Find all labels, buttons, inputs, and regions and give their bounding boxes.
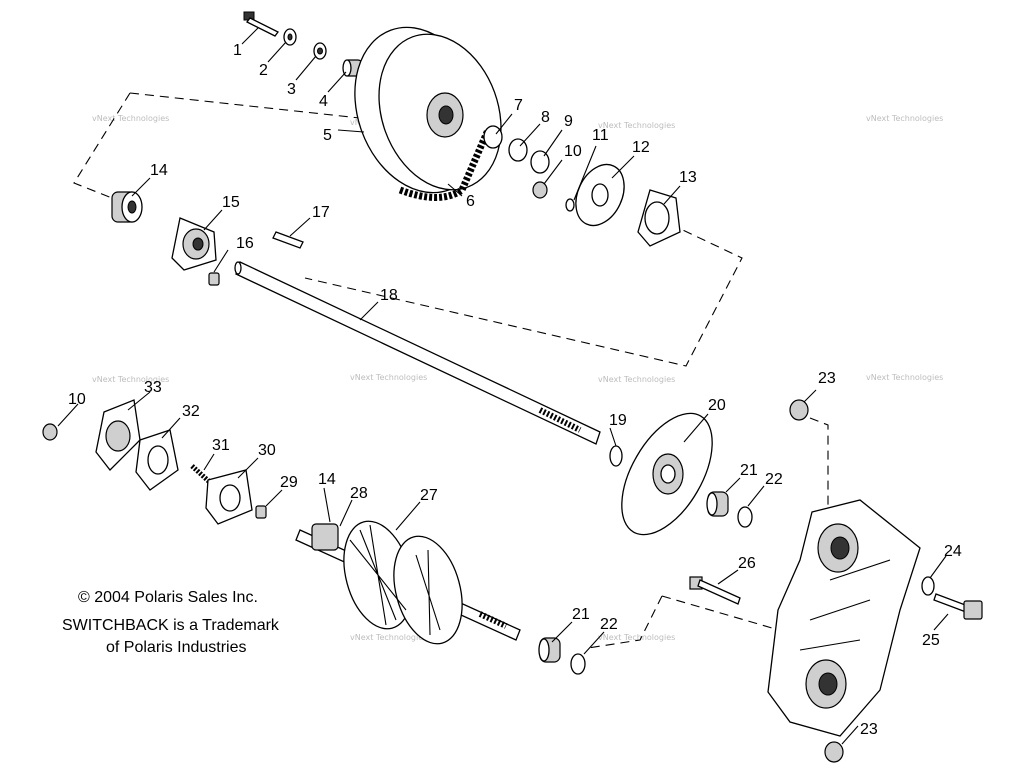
watermark: vNext Technologies (350, 373, 427, 382)
part-bearing-14 (111, 191, 143, 223)
watermark: vNext Technologies (92, 114, 169, 123)
part-nut-23-lower (824, 741, 844, 763)
part-bushing-21-lower (538, 637, 561, 663)
watermark: vNext Technologies (598, 633, 675, 642)
part-nut-23 (789, 399, 809, 421)
callout-22-lower: 22 (600, 616, 618, 633)
part-chaincase-housing (767, 499, 921, 737)
callout-group: 1 2 3 4 5 6 7 8 9 10 11 12 13 14 15 16 1… (68, 42, 962, 738)
watermark: vNext Technologies (866, 373, 943, 382)
callout-10: 10 (564, 143, 582, 160)
part-flange-33 (95, 399, 141, 471)
part-ring-9 (530, 150, 550, 174)
part-nut-10-lower (42, 423, 58, 441)
part-ring-19 (609, 445, 623, 467)
part-flange-13 (637, 189, 681, 247)
callout-3: 3 (287, 81, 296, 98)
callout-30: 30 (258, 442, 276, 459)
part-bushing-4 (342, 59, 363, 77)
part-bolt-16 (208, 272, 220, 286)
callout-2: 2 (259, 62, 268, 79)
callout-27: 27 (420, 487, 438, 504)
part-bolt-26 (689, 576, 741, 605)
part-bushing-21 (706, 491, 729, 517)
part-seal-22 (737, 506, 753, 528)
part-gasket-32 (135, 429, 179, 491)
part-seal-22-lower (570, 653, 586, 675)
part-shaft-18 (234, 261, 601, 445)
part-nut-10 (532, 181, 548, 199)
callout-5: 5 (323, 127, 332, 144)
callout-13: 13 (679, 169, 697, 186)
callout-1: 1 (233, 42, 242, 59)
copyright-line-3: of Polaris Industries (106, 639, 247, 656)
copyright-line-1: © 2004 Polaris Sales Inc. (78, 589, 258, 606)
callout-15: 15 (222, 194, 240, 211)
callout-22: 22 (765, 471, 783, 488)
callout-10-lower: 10 (68, 391, 86, 408)
copyright-block: © 2004 Polaris Sales Inc. SWITCHBACK is … (62, 589, 280, 656)
part-bolt-25 (933, 593, 983, 620)
part-key-17 (272, 231, 304, 249)
watermark: vNext Technologies (92, 375, 169, 384)
callout-32: 32 (182, 403, 200, 420)
part-disc-20 (621, 412, 713, 536)
part-flange-15 (171, 217, 217, 271)
part-bolt-29 (255, 505, 267, 519)
callout-4: 4 (319, 93, 328, 110)
watermark: vNext Technologies (598, 375, 675, 384)
callout-31: 31 (212, 437, 230, 454)
callout-6: 6 (466, 193, 475, 210)
callout-29: 29 (280, 474, 298, 491)
leader-lines (57, 27, 949, 745)
callout-8: 8 (541, 109, 550, 126)
callout-26: 26 (738, 555, 756, 572)
watermark: vNext Technologies (866, 114, 943, 123)
callout-12: 12 (632, 139, 650, 156)
callout-28: 28 (350, 485, 368, 502)
callout-18: 18 (380, 287, 398, 304)
part-washer-11 (565, 198, 575, 212)
callout-9: 9 (564, 113, 573, 130)
part-drive-shaft-27 (295, 520, 521, 645)
part-ring-8 (508, 138, 528, 162)
part-sprocket-5 (354, 26, 502, 194)
part-flange-30 (205, 469, 253, 525)
callout-14-lower: 14 (318, 471, 336, 488)
callout-20: 20 (708, 397, 726, 414)
part-washer-24 (921, 576, 935, 596)
callout-23-lower: 23 (860, 721, 878, 738)
watermark: vNext Technologies (598, 121, 675, 130)
part-plate-12 (575, 163, 625, 227)
callout-21-lower: 21 (572, 606, 590, 623)
callout-25: 25 (922, 632, 940, 649)
callout-17: 17 (312, 204, 330, 221)
callout-24: 24 (944, 543, 962, 560)
callout-7: 7 (514, 97, 523, 114)
part-bolt-1 (243, 11, 279, 37)
copyright-line-2: SWITCHBACK is a Trademark (62, 617, 280, 634)
callout-33: 33 (144, 379, 162, 396)
callout-23: 23 (818, 370, 836, 387)
alignment-line-lower (587, 417, 829, 649)
callout-16: 16 (236, 235, 254, 252)
callout-11: 11 (592, 127, 609, 144)
callout-21: 21 (740, 462, 758, 479)
callout-14: 14 (150, 162, 168, 179)
watermark: vNext Technologies (350, 633, 427, 642)
callout-19: 19 (609, 412, 627, 429)
